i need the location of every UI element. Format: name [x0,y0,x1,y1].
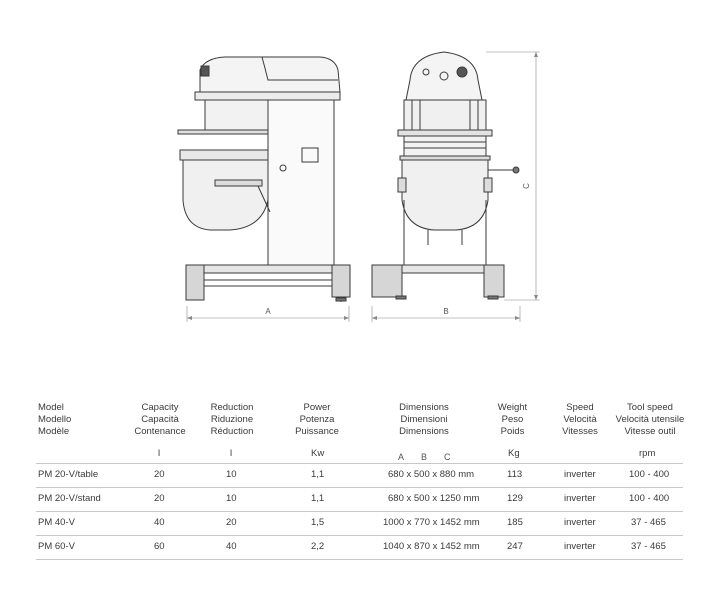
unit-weight: Kg [508,448,520,459]
header-divider [36,463,683,464]
cell-speed: inverter [564,517,596,528]
dimension-c-label: C [522,183,531,189]
header-power: Power Potenza Puissance [295,402,339,437]
cell-capacity: 20 [154,469,165,480]
cell-tool-speed: 37 - 465 [631,541,666,552]
cell-dimensions: 680 x 500 x 1250 mm [388,493,480,504]
row-divider [36,511,683,512]
cell-tool-speed: 37 - 465 [631,517,666,528]
unit-dim-a: A [398,452,405,462]
unit-dim-c: C [444,452,451,462]
dimension-b-label: B [443,307,448,316]
header-model: Model Modello Modèle [38,402,72,437]
cell-power: 1,1 [311,493,325,504]
cell-reduction: 20 [226,517,237,528]
table-row: PM 20-V/table 20 10 1,1 680 x 500 x 880 … [0,464,721,487]
row-divider [36,559,683,560]
cell-speed: inverter [564,469,596,480]
cell-speed: inverter [564,493,596,504]
cell-dimensions: 680 x 500 x 880 mm [388,469,475,480]
header-weight: Weight Peso Poids [497,402,528,437]
cell-dimensions: 1000 x 770 x 1452 mm [383,517,480,528]
mixer-technical-drawing: A B C [177,51,540,322]
cell-speed: inverter [564,541,596,552]
header-reduction: Reduction Riduzione Réduction [210,402,254,437]
cell-tool-speed: 100 - 400 [629,469,670,480]
cell-capacity: 20 [154,493,165,504]
unit-dim-b: B [421,452,428,462]
table-row: PM 20-V/stand 20 10 1,1 680 x 500 x 1250… [0,488,721,511]
unit-power: Kw [311,448,325,459]
cell-weight: 247 [507,541,523,552]
cell-model: PM 40-V [38,517,75,528]
cell-model: PM 60-V [38,541,75,552]
cell-power: 1,5 [311,517,325,528]
unit-reduction: l [230,448,233,459]
cell-capacity: 40 [154,517,165,528]
unit-capacity: l [158,448,161,459]
cell-power: 2,2 [311,541,325,552]
unit-tool-speed: rpm [639,448,656,459]
header-tool-speed: Tool speed Velocità utensile Vitesse out… [615,402,685,437]
cell-dimensions: 1040 x 870 x 1452 mm [383,541,480,552]
row-divider [36,535,683,536]
front-view [371,51,540,322]
row-divider [36,487,683,488]
cell-capacity: 60 [154,541,165,552]
specification-table: Model Modello Modèle Capacity Capacità C… [0,395,721,606]
cell-model: PM 20-V/stand [38,493,101,504]
cell-weight: 113 [507,469,523,480]
header-dimensions: Dimensions Dimensioni Dimensions [399,402,449,437]
side-view [177,56,351,322]
cell-reduction: 40 [226,541,237,552]
dimension-a-label: A [265,307,271,316]
cell-model: PM 20-V/table [38,469,99,480]
cell-tool-speed: 100 - 400 [629,493,670,504]
cell-power: 1,1 [311,469,325,480]
table-row: PM 60-V 60 40 2,2 1040 x 870 x 1452 mm 2… [0,536,721,559]
table-row: PM 40-V 40 20 1,5 1000 x 770 x 1452 mm 1… [0,512,721,535]
cell-weight: 185 [507,517,523,528]
cell-reduction: 10 [226,469,237,480]
cell-weight: 129 [507,493,523,504]
cell-reduction: 10 [226,493,237,504]
header-capacity: Capacity Capacità Contenance [134,402,186,437]
header-speed: Speed Velocità Vitesses [562,402,598,437]
